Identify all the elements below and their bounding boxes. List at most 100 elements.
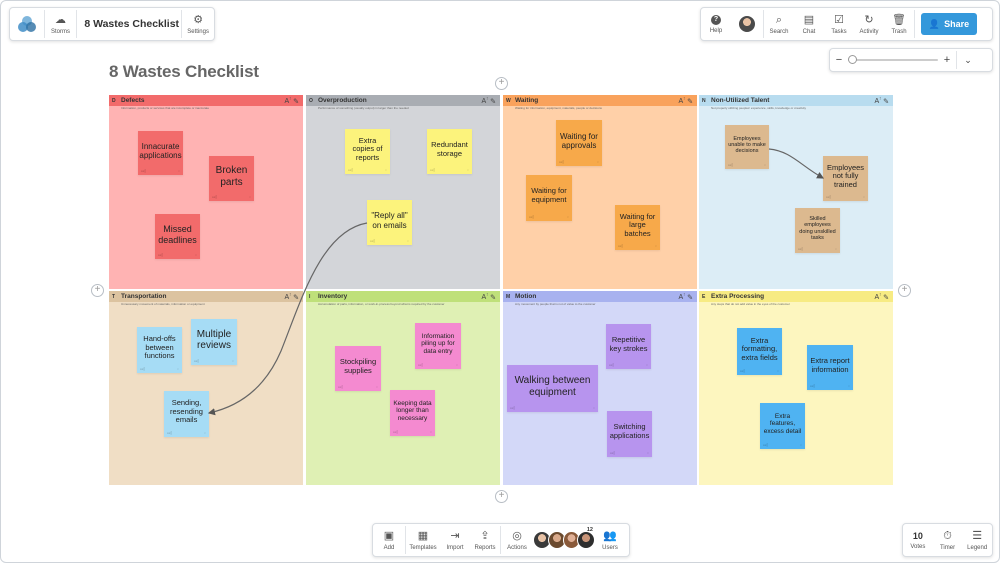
vote-icon[interactable]: ◌ — [248, 194, 251, 199]
comment-icon[interactable]: ▭▯ — [810, 383, 816, 388]
comment-icon[interactable]: ▭▯ — [798, 246, 804, 251]
sticky-note[interactable]: Employees unable to make decisions▭▯◌ — [725, 125, 769, 169]
vote-icon[interactable]: ◌ — [646, 450, 649, 455]
vote-icon[interactable]: ◌ — [466, 167, 469, 172]
comment-icon[interactable]: ▭▯ — [609, 362, 615, 367]
sticky-note[interactable]: Waiting for large batches▭▯◌ — [615, 205, 660, 250]
search-button[interactable]: ⌕ Search — [764, 8, 794, 40]
vote-icon[interactable]: ◌ — [176, 366, 179, 371]
zoom-in-button[interactable]: + — [943, 54, 951, 66]
sticky-note[interactable]: Extra formatting, extra fields▭▯◌ — [737, 328, 782, 375]
comment-icon[interactable]: ▭▯ — [559, 159, 565, 164]
text-size-icon[interactable]: A↕ — [678, 96, 686, 106]
sticky-note[interactable]: Missed deadlines▭▯◌ — [155, 214, 200, 259]
vote-icon[interactable]: ◌ — [645, 362, 648, 367]
vote-icon[interactable]: ◌ — [847, 383, 850, 388]
sticky-note[interactable]: Waiting for equipment▭▯◌ — [526, 175, 572, 221]
legend-button[interactable]: ☰ Legend — [962, 524, 992, 556]
trash-button[interactable]: 🗑 Trash — [884, 8, 914, 40]
vote-icon[interactable]: ◌ — [834, 246, 837, 251]
votes-button[interactable]: 10 Votes — [903, 524, 933, 556]
participants[interactable]: 12 — [533, 527, 595, 549]
zoom-handle[interactable] — [848, 55, 857, 64]
sticky-note[interactable]: Skilled employees doing unskilled tasks▭… — [795, 208, 840, 253]
vote-icon[interactable]: ◌ — [384, 167, 387, 172]
add-button[interactable]: ▣ Add — [373, 524, 405, 556]
add-row-top-button[interactable]: + — [495, 77, 508, 90]
comment-icon[interactable]: ▭▯ — [763, 442, 769, 447]
comment-icon[interactable]: ▭▯ — [370, 238, 376, 243]
collapse-chevron-icon[interactable]: ⌄ — [964, 54, 972, 65]
vote-icon[interactable]: ◌ — [763, 162, 766, 167]
comment-icon[interactable]: ▭▯ — [418, 362, 424, 367]
vote-icon[interactable]: ◌ — [776, 368, 779, 373]
chat-button[interactable]: ▤ Chat — [794, 8, 824, 40]
comment-icon[interactable]: ▭▯ — [194, 358, 200, 363]
vote-icon[interactable]: ◌ — [177, 168, 180, 173]
sticky-note[interactable]: Switching applications▭▯◌ — [607, 411, 652, 457]
edit-icon[interactable]: ✎ — [490, 98, 496, 106]
sticky-note[interactable]: Redundant storage▭▯◌ — [427, 129, 472, 174]
sticky-note[interactable]: Waiting for approvals▭▯◌ — [556, 120, 602, 166]
templates-button[interactable]: ▦ Templates — [406, 524, 440, 556]
edit-icon[interactable]: ✎ — [490, 294, 496, 302]
comment-icon[interactable]: ▭▯ — [167, 430, 173, 435]
add-row-bottom-button[interactable]: + — [495, 490, 508, 503]
comment-icon[interactable]: ▭▯ — [338, 384, 344, 389]
comment-icon[interactable]: ▭▯ — [728, 162, 734, 167]
zoom-out-button[interactable]: − — [835, 54, 843, 66]
add-column-left-button[interactable]: + — [91, 284, 104, 297]
edit-icon[interactable]: ✎ — [293, 294, 299, 302]
sticky-note[interactable]: "Reply all" on emails▭▯◌ — [367, 200, 412, 245]
text-size-icon[interactable]: A↕ — [284, 96, 292, 106]
vote-icon[interactable]: ◌ — [231, 358, 234, 363]
comment-icon[interactable]: ▭▯ — [212, 194, 218, 199]
comment-icon[interactable]: ▭▯ — [610, 450, 616, 455]
tasks-button[interactable]: ☑ Tasks — [824, 8, 854, 40]
vote-icon[interactable]: ◌ — [406, 238, 409, 243]
edit-icon[interactable]: ✎ — [883, 98, 889, 106]
storms-button[interactable]: ☁ Storms — [45, 8, 77, 40]
comment-icon[interactable]: ▭▯ — [158, 252, 164, 257]
sticky-note[interactable]: Employees not fully trained▭▯◌ — [823, 156, 868, 201]
edit-icon[interactable]: ✎ — [687, 294, 693, 302]
edit-icon[interactable]: ✎ — [687, 98, 693, 106]
sticky-note[interactable]: Stockpiling supplies▭▯◌ — [335, 346, 381, 391]
sticky-note[interactable]: Broken parts▭▯◌ — [209, 156, 254, 201]
actions-button[interactable]: ◎ Actions — [501, 524, 533, 556]
comment-icon[interactable]: ▭▯ — [141, 168, 147, 173]
text-size-icon[interactable]: A↕ — [481, 292, 489, 302]
add-column-right-button[interactable]: + — [898, 284, 911, 297]
user-avatar-button[interactable] — [731, 15, 763, 33]
vote-icon[interactable]: ◌ — [203, 430, 206, 435]
sticky-note[interactable]: Sending, resending emails▭▯◌ — [164, 391, 209, 437]
vote-icon[interactable]: ◌ — [592, 405, 595, 410]
text-size-icon[interactable]: A↕ — [284, 292, 292, 302]
text-size-icon[interactable]: A↕ — [481, 96, 489, 106]
sticky-note[interactable]: Information piling up for data entry▭▯◌ — [415, 323, 461, 369]
sticky-note[interactable]: Extra copies of reports▭▯◌ — [345, 129, 390, 174]
app-logo[interactable] — [10, 8, 44, 40]
comment-icon[interactable]: ▭▯ — [393, 429, 399, 434]
text-size-icon[interactable]: A↕ — [874, 96, 882, 106]
comment-icon[interactable]: ▭▯ — [618, 243, 624, 248]
sticky-note[interactable]: Walking between equipment▭▯◌ — [507, 365, 598, 412]
sticky-note[interactable]: Repetitive key strokes▭▯◌ — [606, 324, 651, 369]
comment-icon[interactable]: ▭▯ — [348, 167, 354, 172]
import-button[interactable]: ⇥ Import — [440, 524, 470, 556]
activity-button[interactable]: ↻ Activity — [854, 8, 884, 40]
sticky-note[interactable]: Extra report information▭▯◌ — [807, 345, 853, 390]
settings-button[interactable]: ⚙ Settings — [182, 8, 214, 40]
vote-icon[interactable]: ◌ — [596, 159, 599, 164]
sticky-note[interactable]: Keeping data longer than necessary▭▯◌ — [390, 390, 435, 436]
sticky-note[interactable]: Innacurate applications▭▯◌ — [138, 131, 183, 175]
comment-icon[interactable]: ▭▯ — [510, 405, 516, 410]
board-title[interactable]: 8 Wastes Checklist — [84, 18, 180, 30]
vote-icon[interactable]: ◌ — [654, 243, 657, 248]
sticky-note[interactable]: Hand-offs between functions▭▯◌ — [137, 327, 182, 373]
text-size-icon[interactable]: A↕ — [874, 292, 882, 302]
comment-icon[interactable]: ▭▯ — [140, 366, 146, 371]
help-button[interactable]: ? Help — [701, 8, 731, 40]
users-button[interactable]: 👥 Users — [595, 524, 625, 556]
